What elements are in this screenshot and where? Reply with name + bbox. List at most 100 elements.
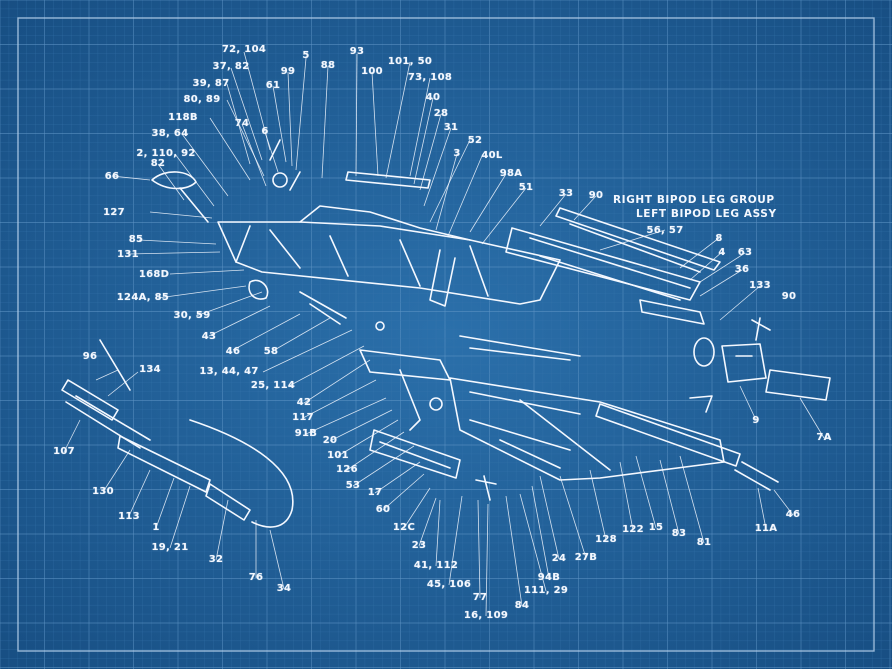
barrel-lines xyxy=(529,237,691,301)
spring-rod xyxy=(459,335,581,357)
part-label: 36 xyxy=(734,264,750,275)
part-label: 90 xyxy=(588,190,604,201)
part-label: 33 xyxy=(558,188,574,199)
firing-pin xyxy=(61,379,119,421)
pin-90 xyxy=(751,317,771,341)
part-label: 43 xyxy=(201,331,217,342)
leader-line xyxy=(573,195,597,221)
part-label: 8 xyxy=(715,233,723,244)
leader-line xyxy=(63,419,81,453)
trigger-housing xyxy=(429,249,456,307)
leader-line xyxy=(371,71,379,177)
part-label: 3 xyxy=(453,148,461,159)
leader-line xyxy=(799,397,825,439)
part-label: 122 xyxy=(622,524,644,535)
leader-line xyxy=(355,53,358,177)
leader-line xyxy=(382,473,425,511)
leader-line xyxy=(659,459,680,535)
leader-line xyxy=(102,449,131,493)
part-label: 40L xyxy=(481,150,503,161)
rear-sight-parts xyxy=(269,139,301,191)
bipod-leg-right xyxy=(555,207,721,271)
bipod-leg-left xyxy=(569,223,701,273)
part-label: 85 xyxy=(128,234,144,245)
part-label: 28 xyxy=(433,108,449,119)
part-label: 100 xyxy=(361,66,383,77)
part-label: 98A xyxy=(499,168,523,179)
leader-line xyxy=(418,497,437,547)
part-label: 15 xyxy=(648,522,664,533)
leader-line xyxy=(469,173,507,233)
leader-line xyxy=(169,269,245,275)
leader-line xyxy=(699,252,746,283)
leader-line xyxy=(209,117,251,181)
part-label: 37, 82 xyxy=(212,61,250,72)
leader-line xyxy=(264,131,279,173)
part-label: 117 xyxy=(292,412,314,423)
part-label: 76 xyxy=(248,572,264,583)
trigger-group-line xyxy=(379,441,451,469)
op-rod xyxy=(519,399,611,471)
leader-line xyxy=(352,445,415,487)
part-label: 56, 57 xyxy=(646,225,684,236)
part-label: 41, 112 xyxy=(413,560,459,571)
leader-line xyxy=(719,285,761,321)
leader-line xyxy=(757,487,767,530)
leader-line xyxy=(127,251,221,255)
leader-line xyxy=(739,385,757,421)
leader-line xyxy=(448,495,463,586)
leader-line xyxy=(128,469,151,517)
part-label: 81 xyxy=(696,537,712,548)
heading-left-bipod: LEFT BIPOD LEG ASSY xyxy=(636,208,777,220)
part-label: 31 xyxy=(443,122,459,133)
part-label: 72, 104 xyxy=(221,44,267,55)
part-label: 83 xyxy=(671,528,687,539)
part-label: 127 xyxy=(103,207,125,218)
part-label: 20 xyxy=(322,435,338,446)
leader-line xyxy=(679,237,720,269)
part-label: 107 xyxy=(53,446,75,457)
leader-line xyxy=(157,285,247,299)
leader-line xyxy=(302,379,377,419)
leader-line xyxy=(385,61,411,179)
leader-line xyxy=(321,65,329,179)
part-label: 96 xyxy=(82,351,98,362)
part-label: 131 xyxy=(117,249,139,260)
part-label: 130 xyxy=(92,486,114,497)
leader-line xyxy=(230,67,263,161)
part-label: 111, 29 xyxy=(523,585,569,596)
leader-line xyxy=(138,239,217,245)
part-label: 77 xyxy=(472,592,488,603)
grip-cap xyxy=(248,279,269,300)
part-label: 46 xyxy=(785,509,801,520)
leader-line xyxy=(435,499,441,567)
leader-line xyxy=(773,489,794,516)
part-label: 40 xyxy=(425,92,441,103)
bolt-body xyxy=(117,435,211,493)
part-label: 91B xyxy=(294,428,318,439)
part-label: 84 xyxy=(514,600,530,611)
part-label: 128 xyxy=(595,534,617,545)
part-label: 60 xyxy=(375,504,391,515)
buttplate-screw xyxy=(179,187,209,223)
leader-line xyxy=(270,317,331,353)
part-label: 39, 87 xyxy=(192,78,230,89)
leader-line xyxy=(505,495,523,607)
leader-line xyxy=(485,503,489,617)
leader-line xyxy=(155,477,175,529)
part-label: 11A xyxy=(754,523,778,534)
part-label: 82 xyxy=(150,158,166,169)
receiver-top-cover xyxy=(299,205,471,241)
part-label: 23 xyxy=(411,540,427,551)
leader-line xyxy=(403,487,431,529)
flash-hider xyxy=(765,369,831,401)
leader-line xyxy=(689,251,723,281)
leader-line xyxy=(288,345,365,387)
part-label: 134 xyxy=(139,364,161,375)
part-label: 25, 114 xyxy=(250,380,296,391)
part-label: 51 xyxy=(518,182,534,193)
part-label: 168D xyxy=(138,269,170,280)
part-label: 42 xyxy=(296,397,312,408)
leader-line xyxy=(599,229,666,251)
leader-line xyxy=(232,313,301,351)
